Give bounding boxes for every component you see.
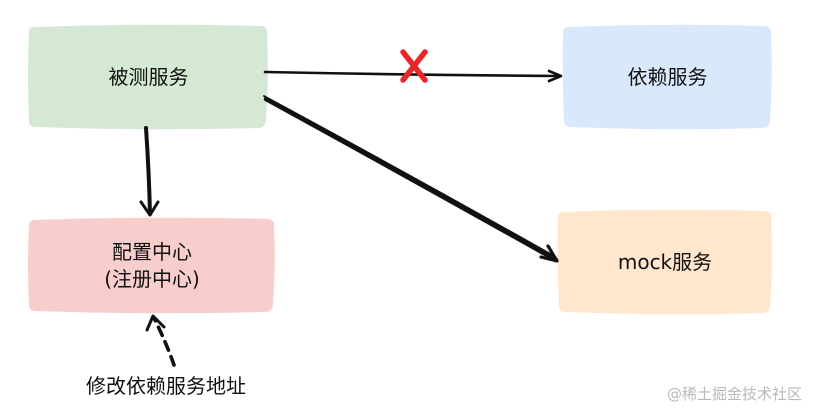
node-config-center-shape (28, 217, 275, 314)
watermark: @稀土掘金技术社区 (666, 385, 802, 403)
node-config-center-sublabel: (注册中心) (104, 266, 200, 291)
edge-to-dependency-service (263, 69, 563, 83)
node-mock-service-shape (557, 209, 772, 315)
node-service-under-test-shape (28, 24, 268, 130)
blocked-x-icon (394, 46, 434, 86)
edge-to-config-center (139, 126, 160, 217)
node-service-under-test-label: 被测服务 (108, 64, 189, 89)
node-config-center-label: 配置中心 (112, 239, 192, 264)
node-service-under-test: 被测服务 (29, 26, 268, 128)
node-dependency-service-label: 依赖服务 (627, 64, 708, 89)
caption-update-dependency-address: 修改依赖服务地址 (86, 374, 246, 398)
node-mock-service: mock服务 (558, 211, 772, 313)
edge-dashed-update-address (145, 314, 176, 367)
node-mock-service-label: mock服务 (617, 249, 713, 274)
node-config-center: 配置中心 (注册中心) (29, 219, 275, 312)
node-dependency-service: 依赖服务 (563, 26, 772, 128)
node-dependency-service-shape (562, 24, 772, 130)
edge-to-mock-service (263, 95, 559, 263)
